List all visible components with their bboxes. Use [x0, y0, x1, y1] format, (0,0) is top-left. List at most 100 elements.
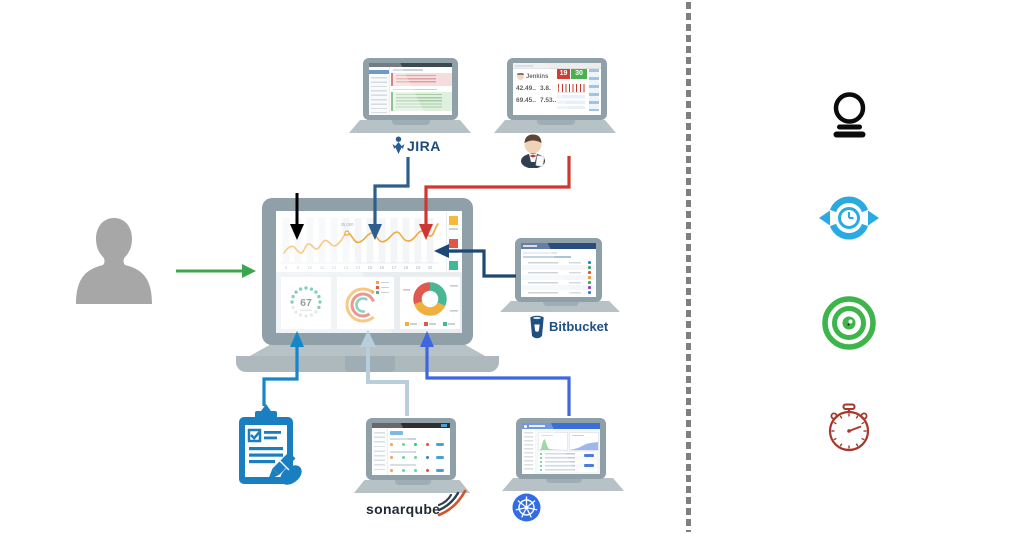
radial-progress-chart [345, 287, 381, 323]
sonarqube-section-title [390, 451, 416, 453]
sonarqube-badge [436, 455, 444, 459]
svg-text:12: 12 [332, 265, 337, 270]
jira-diff-removed-lines [396, 75, 436, 84]
dashboard-line-chart: 25,000 8 9 10 11 12 13 14 15 16 17 18 19… [280, 218, 439, 270]
sonarqube-badge [436, 442, 444, 446]
sonarqube-button [390, 431, 403, 435]
status-dot [540, 469, 543, 472]
status-dot [540, 465, 543, 468]
jira-diff-removed-block [391, 73, 452, 86]
bitbucket-laptop-base [500, 301, 620, 312]
sonarqube-waves-icon [437, 489, 467, 517]
svg-text:16: 16 [380, 265, 385, 270]
legend-swatch-red [449, 239, 458, 248]
jira-text-bar [393, 88, 437, 91]
kubernetes-screen [522, 423, 600, 474]
kubernetes-progress-pill [584, 454, 594, 457]
svg-text:9: 9 [297, 265, 300, 270]
status-dot [588, 291, 591, 294]
jenkins-list-rows [557, 95, 585, 111]
bitbucket-screen-header [521, 243, 596, 249]
status-dot [414, 469, 417, 472]
jenkins-sparkline [557, 84, 585, 93]
bitbucket-subnav-bar [523, 251, 557, 254]
separator-dashed-line [686, 2, 691, 532]
mini-legend-swatch [376, 291, 379, 294]
bitbucket-screen [521, 243, 596, 297]
legend-swatch-yellow [449, 216, 458, 225]
jira-screen-header [369, 63, 452, 67]
sonarqube-screen [372, 423, 450, 475]
mini-legend-swatch [424, 322, 428, 326]
status-dot [390, 456, 393, 459]
status-dot [540, 461, 543, 464]
sonarqube-section-title [390, 438, 416, 440]
mini-legend-swatch [376, 281, 379, 284]
mini-legend-label [429, 323, 436, 325]
kubernetes-memory-chart-card [569, 432, 599, 451]
jira-toolbar-bar [393, 69, 423, 71]
gauge-value: 67 [300, 297, 312, 309]
status-dot [588, 266, 591, 269]
svg-text:19: 19 [416, 265, 421, 270]
kubernetes-sidebar-rows [524, 432, 533, 470]
jenkins-stat: 3.8. [540, 85, 551, 92]
sonarqube-badge [436, 468, 444, 472]
mini-legend-swatch [405, 322, 409, 326]
kubernetes-row-text-bars [545, 453, 575, 471]
dashboard-screen: 25,000 8 9 10 11 12 13 14 15 16 17 18 19… [276, 211, 462, 333]
chart-title-bar [572, 434, 584, 437]
x-axis-ticks: 8 9 10 11 12 13 14 15 16 17 18 19 20 [285, 265, 433, 270]
mini-legend-label [410, 323, 417, 325]
jenkins-fail-box: 19 [557, 69, 570, 79]
bitbucket-header-bar [523, 245, 537, 247]
svg-text:17: 17 [392, 265, 397, 270]
jira-diff-added-block [391, 92, 452, 111]
jenkins-pass-box: 30 [571, 69, 587, 79]
status-dot [426, 456, 429, 459]
jira-laptop-notch [392, 120, 430, 125]
kubernetes-screen-header [522, 423, 600, 429]
status-dot [402, 456, 405, 459]
status-dot [588, 286, 591, 289]
bitbucket-laptop-notch [543, 301, 579, 306]
jenkins-stat: 7.53.. [540, 97, 557, 104]
mini-legend-label [381, 291, 389, 294]
legend-label-bar [449, 251, 458, 253]
sonarqube-header-pixel [441, 424, 447, 427]
svg-text:8: 8 [285, 265, 288, 270]
status-dot [588, 261, 591, 264]
status-dot [414, 456, 417, 459]
jira-screen [369, 63, 452, 115]
legend-label-bar [449, 228, 458, 230]
jira-laptop-base [349, 120, 471, 133]
svg-text:14: 14 [356, 265, 361, 270]
orange-trend-line [283, 223, 439, 254]
stopwatch-icon [813, 398, 885, 458]
svg-text:10: 10 [308, 265, 313, 270]
donut-card [400, 277, 460, 329]
chart-point-marker [344, 230, 350, 236]
jenkins-laptop-notch [537, 120, 575, 125]
sonarqube-sidebar-rows [374, 432, 385, 470]
status-dot [540, 457, 543, 460]
sonarqube-logo-label: sonarqube [366, 501, 441, 517]
jira-diff-added-lines [396, 94, 442, 109]
target-bullseye-icon [819, 294, 879, 352]
jenkins-avatar [517, 73, 524, 80]
kubernetes-progress-pill [584, 464, 594, 467]
status-dot [426, 469, 429, 472]
crystal-ball-icon [822, 87, 877, 143]
jenkins-avatar-hair [517, 72, 524, 75]
jenkins-laptop-base [494, 120, 616, 133]
jenkins-stat: 42.49.. [516, 85, 536, 92]
sonarqube-laptop-notch [395, 480, 431, 485]
svg-text:11: 11 [320, 265, 325, 270]
mini-legend-swatch [443, 322, 447, 326]
status-dot [588, 276, 591, 279]
memory-area-chart [570, 442, 598, 450]
jira-sidebar-selected [369, 70, 389, 74]
kubernetes-laptop-notch [546, 478, 582, 483]
jenkins-screen-title: Jenkins [526, 74, 549, 80]
dashboard-laptop-notch [345, 356, 395, 372]
